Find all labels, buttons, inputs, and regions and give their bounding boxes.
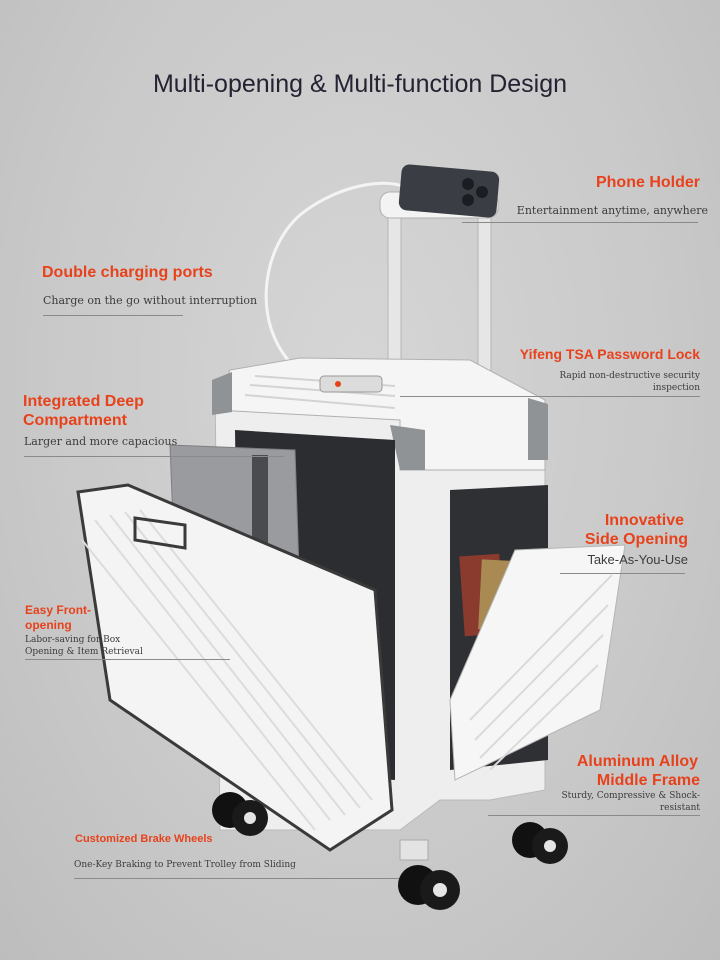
wheel-front-left	[212, 792, 268, 836]
side-opening-heading-2: Side Opening	[584, 531, 688, 548]
tsa-lock-heading: Yifeng TSA Password Lock	[519, 346, 700, 362]
charging-heading: Double charging ports	[42, 264, 213, 281]
front-opening-desc-1: Labor-saving for Box	[25, 635, 121, 645]
frame-desc-2: resistant	[659, 803, 700, 813]
frame-corner-right	[390, 425, 425, 470]
trolley-rod-right	[477, 204, 492, 376]
tsa-lock-leader	[400, 396, 700, 397]
brake-leader	[74, 878, 399, 879]
compartment-heading-1: Integrated Deep	[23, 393, 144, 410]
compartment-heading-2: Compartment	[23, 412, 128, 429]
frame-corner-back	[528, 398, 548, 460]
phone-holder-desc: Entertainment anytime, anywhere	[516, 204, 708, 217]
phone-holder-phone	[398, 164, 500, 218]
front-opening-heading-2: opening	[25, 618, 72, 632]
front-door-latch	[133, 516, 187, 550]
side-opening-desc: Take-As-You-Use	[587, 552, 688, 567]
frame-corner-left	[212, 372, 232, 415]
front-opening-desc-2: Opening & Item Retrieval	[25, 647, 143, 657]
phone-holder-leader	[462, 222, 698, 223]
frame-leader	[488, 815, 700, 816]
frame-desc-1: Sturdy, Compressive & Shock-	[561, 791, 701, 801]
front-opening-leader	[25, 659, 230, 660]
wheel-front-right	[398, 865, 460, 910]
frame-heading-1: Aluminum Alloy	[576, 753, 698, 770]
tsa-lock-desc-1: Rapid non-destructive security	[559, 371, 700, 381]
page-title: Multi-opening & Multi-function Design	[152, 70, 568, 98]
side-opening-leader	[560, 573, 685, 574]
charging-desc: Charge on the go without interruption	[43, 294, 258, 307]
side-opening-heading-1: Innovative	[604, 512, 684, 529]
brake-bracket	[399, 839, 429, 861]
compartment-desc: Larger and more capacious	[24, 435, 178, 448]
brake-heading: Customized Brake Wheels	[75, 833, 213, 845]
suitcase-top	[214, 357, 546, 471]
charging-leader	[43, 315, 183, 316]
wheel-back-right	[512, 822, 568, 864]
charging-cable	[264, 181, 409, 374]
tsa-lock-desc-2: inspection	[652, 383, 700, 393]
front-door	[76, 483, 394, 852]
brake-desc: One-Key Braking to Prevent Trolley from …	[74, 860, 296, 870]
frame-heading-2: Middle Frame	[596, 772, 700, 789]
trolley-rod-left	[387, 204, 402, 376]
front-opening-heading-1: Easy Front-	[25, 603, 92, 617]
tsa-lock	[319, 375, 383, 393]
compartment-leader	[24, 456, 284, 457]
phone-holder-heading: Phone Holder	[595, 174, 700, 191]
